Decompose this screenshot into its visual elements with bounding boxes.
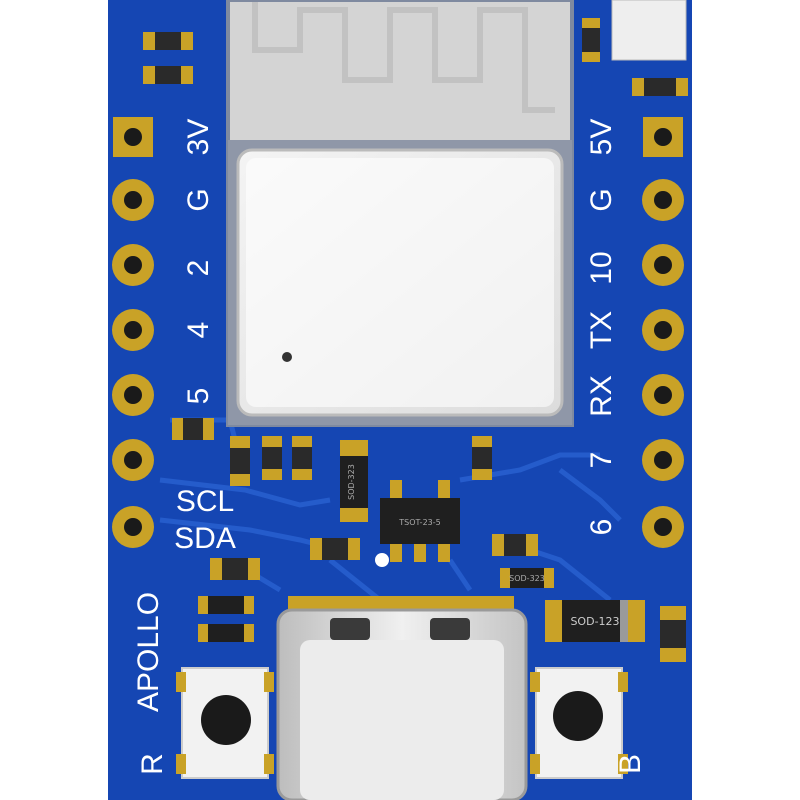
left-pin-hole xyxy=(124,191,142,209)
board-name-label: APOLLO xyxy=(132,592,165,712)
right-pin-hole xyxy=(654,128,672,146)
right-pin-label: TX xyxy=(585,311,618,349)
left-pin-label: 2 xyxy=(182,260,215,277)
usb-c-connector xyxy=(276,596,528,800)
right-pin-label: RX xyxy=(585,375,618,417)
right-pin-label: 6 xyxy=(585,519,618,536)
left-pin-hole xyxy=(124,128,142,146)
right-pin-hole xyxy=(654,386,672,404)
left-pin-label: SDA xyxy=(174,522,236,555)
right-pin-hole xyxy=(654,191,672,209)
reset-button-label: R xyxy=(136,753,169,775)
diode-small-label-2: SOD-323 xyxy=(509,574,545,583)
pin1-dot xyxy=(282,352,292,362)
right-pin-hole xyxy=(654,256,672,274)
left-pin-hole xyxy=(124,256,142,274)
diode-main-label: SOD-123 xyxy=(570,615,619,628)
left-pin-label: 4 xyxy=(182,322,215,339)
left-pin-hole xyxy=(124,321,142,339)
right-pin-hole xyxy=(654,321,672,339)
right-pin-label: 10 xyxy=(585,251,618,284)
antenna-trace xyxy=(252,0,555,113)
left-header xyxy=(112,117,154,548)
right-header xyxy=(642,117,684,548)
boot-button xyxy=(530,667,628,779)
left-pin-hole xyxy=(124,451,142,469)
left-pin-hole xyxy=(124,386,142,404)
wifi-module-antenna xyxy=(230,0,570,150)
diode-small-label: SOD-323 xyxy=(347,464,356,500)
left-pin-label: 3V xyxy=(182,119,215,156)
right-pin-label: G xyxy=(585,188,618,211)
left-pin-label: G xyxy=(182,188,215,211)
left-pin-label: 5 xyxy=(182,388,215,405)
smd-components xyxy=(143,0,688,662)
right-pin-hole xyxy=(654,518,672,536)
right-pin-label: 5V xyxy=(585,119,618,156)
left-pin-label: SCL xyxy=(176,485,234,518)
boot-button-label: B xyxy=(614,754,647,774)
right-pin-hole xyxy=(654,451,672,469)
left-pin-hole xyxy=(124,518,142,536)
reset-button xyxy=(176,667,274,779)
regulator-label: TSOT-23-5 xyxy=(398,518,440,527)
right-pin-label: 7 xyxy=(585,452,618,469)
